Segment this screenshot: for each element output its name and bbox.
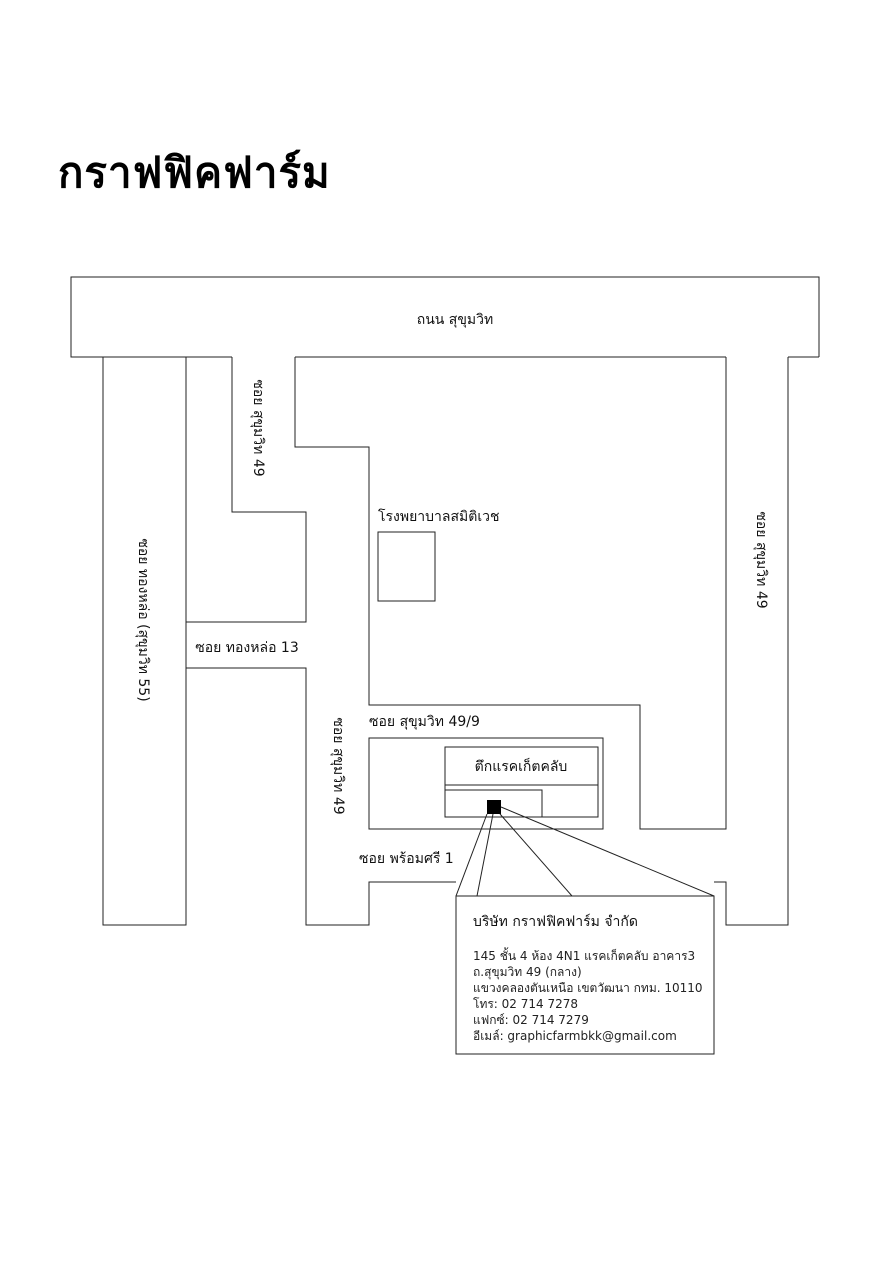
label-soi-49-lower: ซอย สุขุมวิท 49 [330, 717, 346, 814]
label-soi-49-9: ซอย สุขุมวิท 49/9 [369, 714, 480, 730]
label-soi-phromsri-1: ซอย พร้อมศรี 1 [359, 851, 454, 867]
block-left-outer [102, 357, 187, 926]
label-main-road: ถนน สุขุมวิท [417, 312, 494, 328]
block-upper-left [185, 357, 307, 623]
road-edge-top [70, 276, 820, 357]
map-title: กราฟฟิคฟาร์ม [58, 148, 331, 197]
callout-line-3 [499, 813, 573, 897]
callout-line-2 [476, 813, 494, 897]
label-soi-49-top: ซอย สุขุมวิท 49 [250, 379, 266, 476]
block-center [294, 357, 727, 830]
info-fax: แฟกซ์: 02 714 7279 [473, 1013, 589, 1027]
info-address-2: ถ.สุขุมวิท 49 (กลาง) [473, 965, 582, 980]
block-lower-left-shape [185, 667, 456, 926]
block-right [714, 357, 789, 926]
label-hospital: โรงพยาบาลสมิติเวช [378, 508, 500, 525]
block-far-left [70, 277, 187, 926]
label-soi-thonglor-55: ซอย ทองหล่อ (สุขุมวิท 55) [135, 538, 151, 701]
info-address-3: แขวงคลองตันเหนือ เขตวัฒนา กทม. 10110 [473, 981, 703, 995]
info-company: บริษัท กราฟฟิคฟาร์ม จำกัด [473, 913, 638, 930]
building-racquet-inner [444, 746, 599, 786]
callout-line-1 [455, 813, 488, 897]
info-box [455, 895, 715, 1055]
label-soi-thonglor-13: ซอย ทองหล่อ 13 [195, 640, 299, 656]
building-racquet-annex [444, 789, 543, 818]
label-soi-49-right: ซอย สุขุมวิท 49 [753, 511, 769, 608]
location-marker [487, 800, 501, 814]
building-hospital [377, 531, 436, 602]
info-email: อีเมล์: graphicfarmbkk@gmail.com [473, 1029, 677, 1043]
label-racquet-club: ตึกแรคเก็ตคลับ [475, 757, 568, 775]
info-phone: โทร: 02 714 7278 [473, 997, 578, 1011]
info-address-1: 145 ชั้น 4 ห้อง 4N1 แรคเก็ตคลับ อาคาร3 [473, 947, 695, 963]
callout-line-4 [500, 806, 715, 897]
